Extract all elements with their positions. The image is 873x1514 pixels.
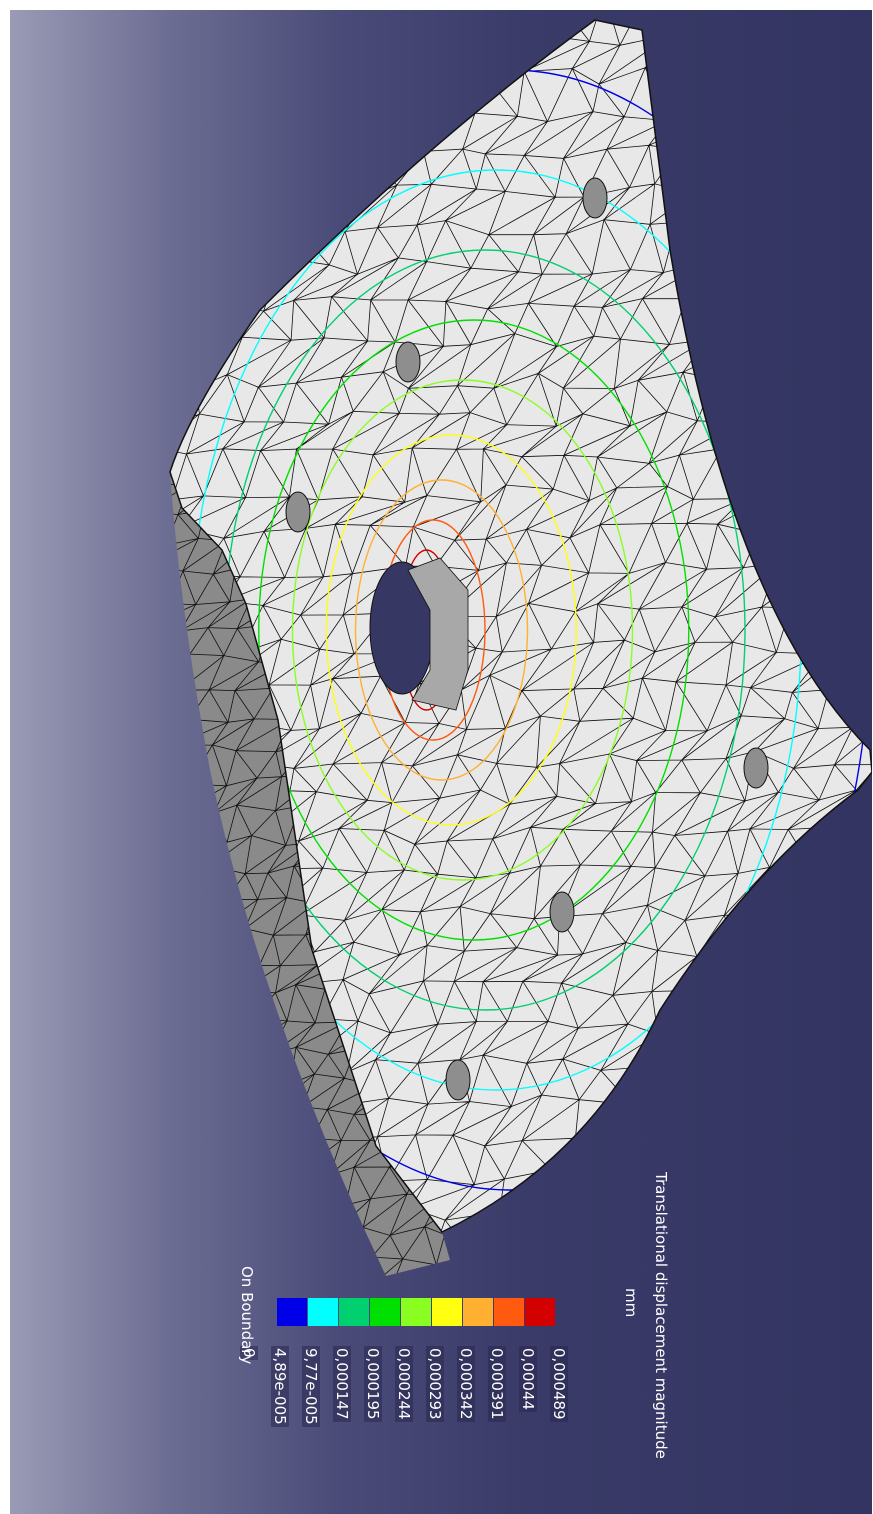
model-outline [169, 19, 872, 1233]
contour-line [325, 434, 577, 826]
bolt-hole [285, 491, 311, 533]
contour-line [354, 479, 529, 781]
center-hole-wall [407, 557, 469, 711]
bolt-hole [582, 177, 608, 219]
bolt-hole [743, 747, 769, 789]
contour-line [291, 379, 634, 881]
top-face [170, 20, 872, 1232]
bolt-hole [549, 891, 575, 933]
3d-viewport[interactable]: Translational displacement magnitude mm … [10, 10, 872, 1514]
bolt-hole [395, 341, 421, 383]
contour-line [258, 319, 690, 941]
bolt-hole [445, 1059, 471, 1101]
fem-mesh-model[interactable] [10, 10, 872, 1514]
